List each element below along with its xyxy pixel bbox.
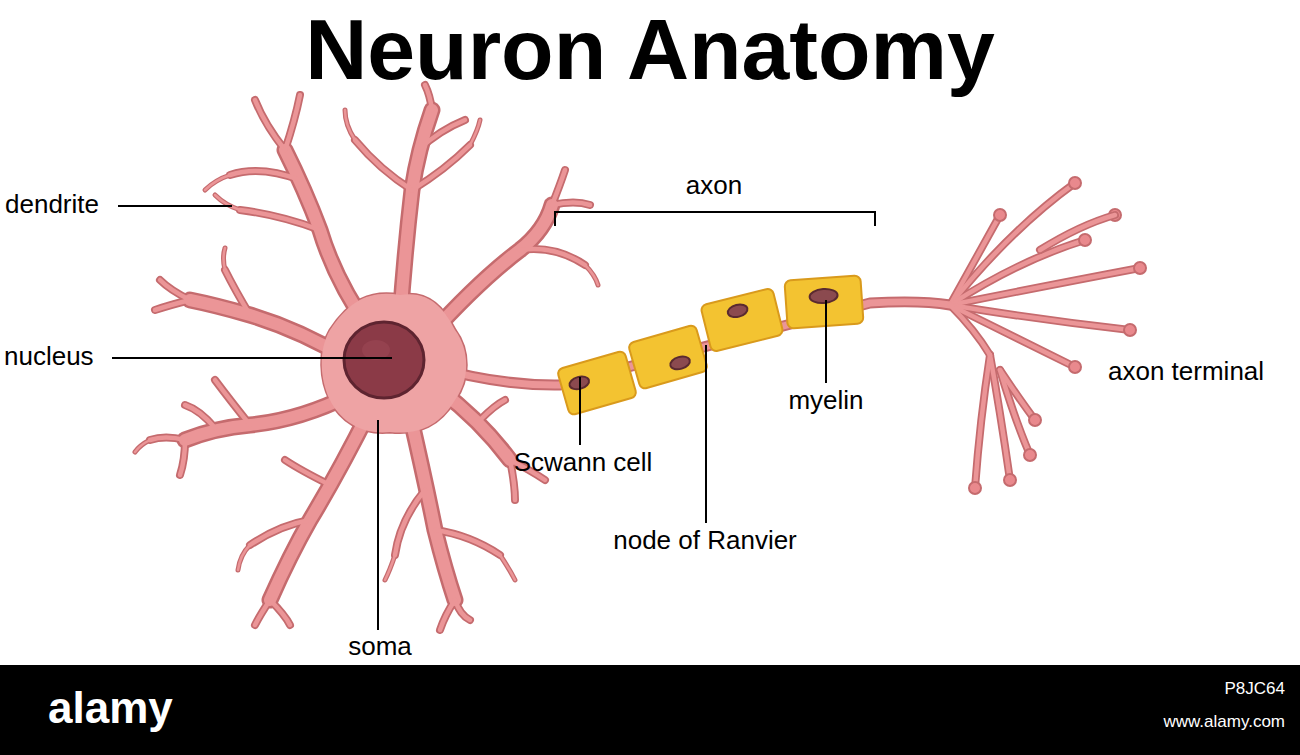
part-label: dendrite	[5, 190, 99, 220]
part-label: soma	[348, 632, 412, 662]
part-label: myelin	[788, 386, 863, 416]
leader-line	[112, 357, 392, 359]
part-label: node of Ranvier	[613, 526, 797, 556]
watermark-logo: alamy	[48, 683, 173, 734]
watermark-url: www.alamy.com	[1163, 712, 1285, 732]
part-label: nucleus	[4, 342, 94, 372]
watermark-bar	[0, 665, 1300, 755]
leader-line	[118, 205, 232, 207]
leader-line	[825, 300, 827, 383]
leader-line	[377, 420, 379, 630]
part-label: axon terminal	[1108, 357, 1264, 387]
leader-line	[579, 377, 581, 445]
axon-bracket	[555, 212, 875, 226]
watermark-id: P8JC64	[1225, 679, 1285, 699]
part-label: Scwann cell	[514, 448, 653, 478]
diagram-title: Neuron Anatomy	[305, 0, 995, 99]
leader-line	[705, 345, 707, 523]
part-label: axon	[686, 171, 742, 201]
